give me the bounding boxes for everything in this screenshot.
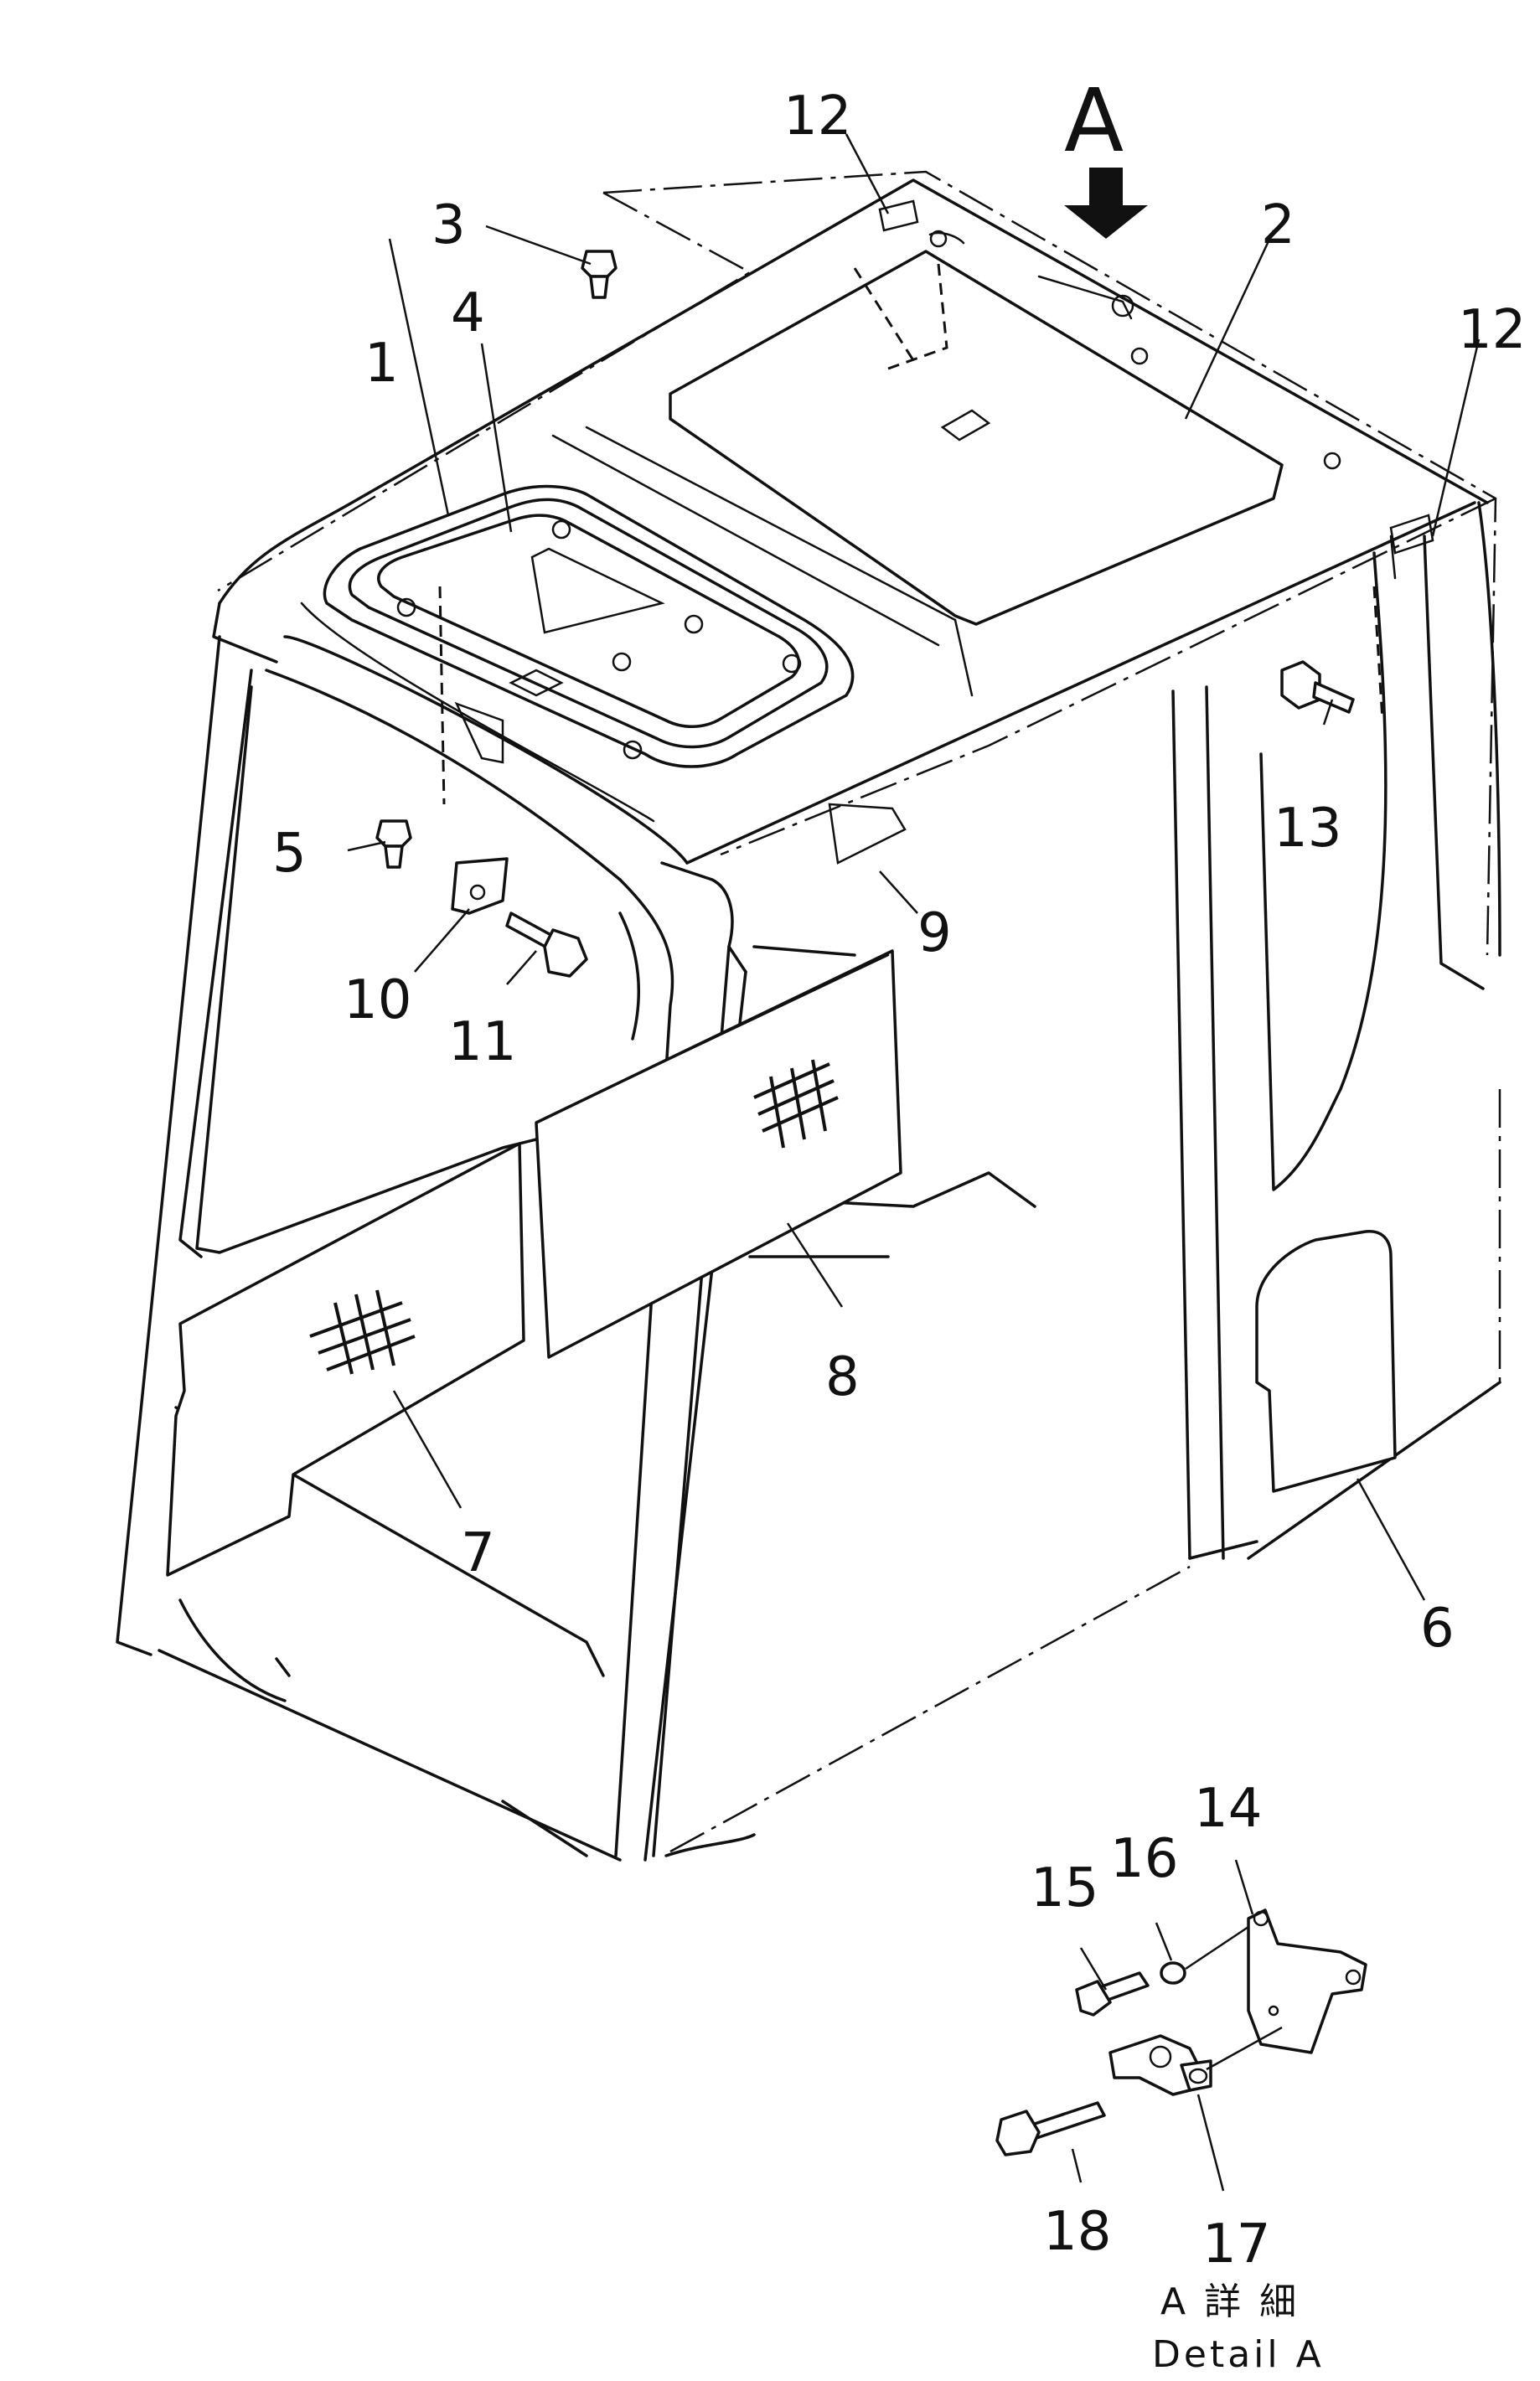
callout-14: 14 [1194,1778,1262,1840]
callout-3: 3 [432,194,466,256]
callout-12: 12 [1458,299,1526,361]
callout-15: 15 [1031,1857,1098,1919]
callout-5: 5 [272,823,307,885]
callout-12: 12 [783,85,851,147]
mesh-panel-8-grid [753,1059,839,1149]
callout-9: 9 [917,902,952,964]
callout-6: 6 [1420,1598,1455,1660]
cap-3-part [581,250,618,299]
cap-5-part [375,819,412,869]
callout-11: 11 [448,1011,516,1073]
leader-lines [347,133,1481,2192]
callout-16: 16 [1110,1828,1178,1890]
clip-12-left [878,199,919,232]
clip-12-right [1389,514,1434,555]
callout-8: 8 [825,1346,860,1408]
bolt-11-part [505,912,588,978]
callout-7: 7 [461,1522,495,1584]
callout-1: 1 [364,333,399,395]
roof-panel-2 [669,230,1341,626]
callout-10: 10 [344,969,411,1031]
bolt-13-part [1280,660,1355,714]
roof-hatch-1 [323,484,907,865]
arrow-down-icon [1064,168,1148,239]
detail-caption: A 詳 細 Detail A [1152,2280,1325,2376]
callout-17: 17 [1202,2213,1270,2275]
callout-18: 18 [1043,2201,1111,2263]
callout-13: 13 [1274,798,1341,860]
bracket-10-part [451,857,509,915]
detail-caption-jp: A 詳 細 [1160,2280,1300,2323]
callout-4: 4 [451,282,485,344]
detail-caption-en: Detail A [1152,2333,1325,2376]
view-a-marker: A [1064,70,1148,239]
mesh-panel-7-grid [309,1289,416,1375]
callout-numbers: 1 2 3 4 5 6 7 8 9 10 11 12 12 13 14 15 1… [272,85,1526,2275]
cab-frame [116,170,1501,1862]
detail-a-parts [995,1908,1367,2156]
view-a-label: A [1064,70,1124,172]
callout-2: 2 [1261,194,1295,256]
